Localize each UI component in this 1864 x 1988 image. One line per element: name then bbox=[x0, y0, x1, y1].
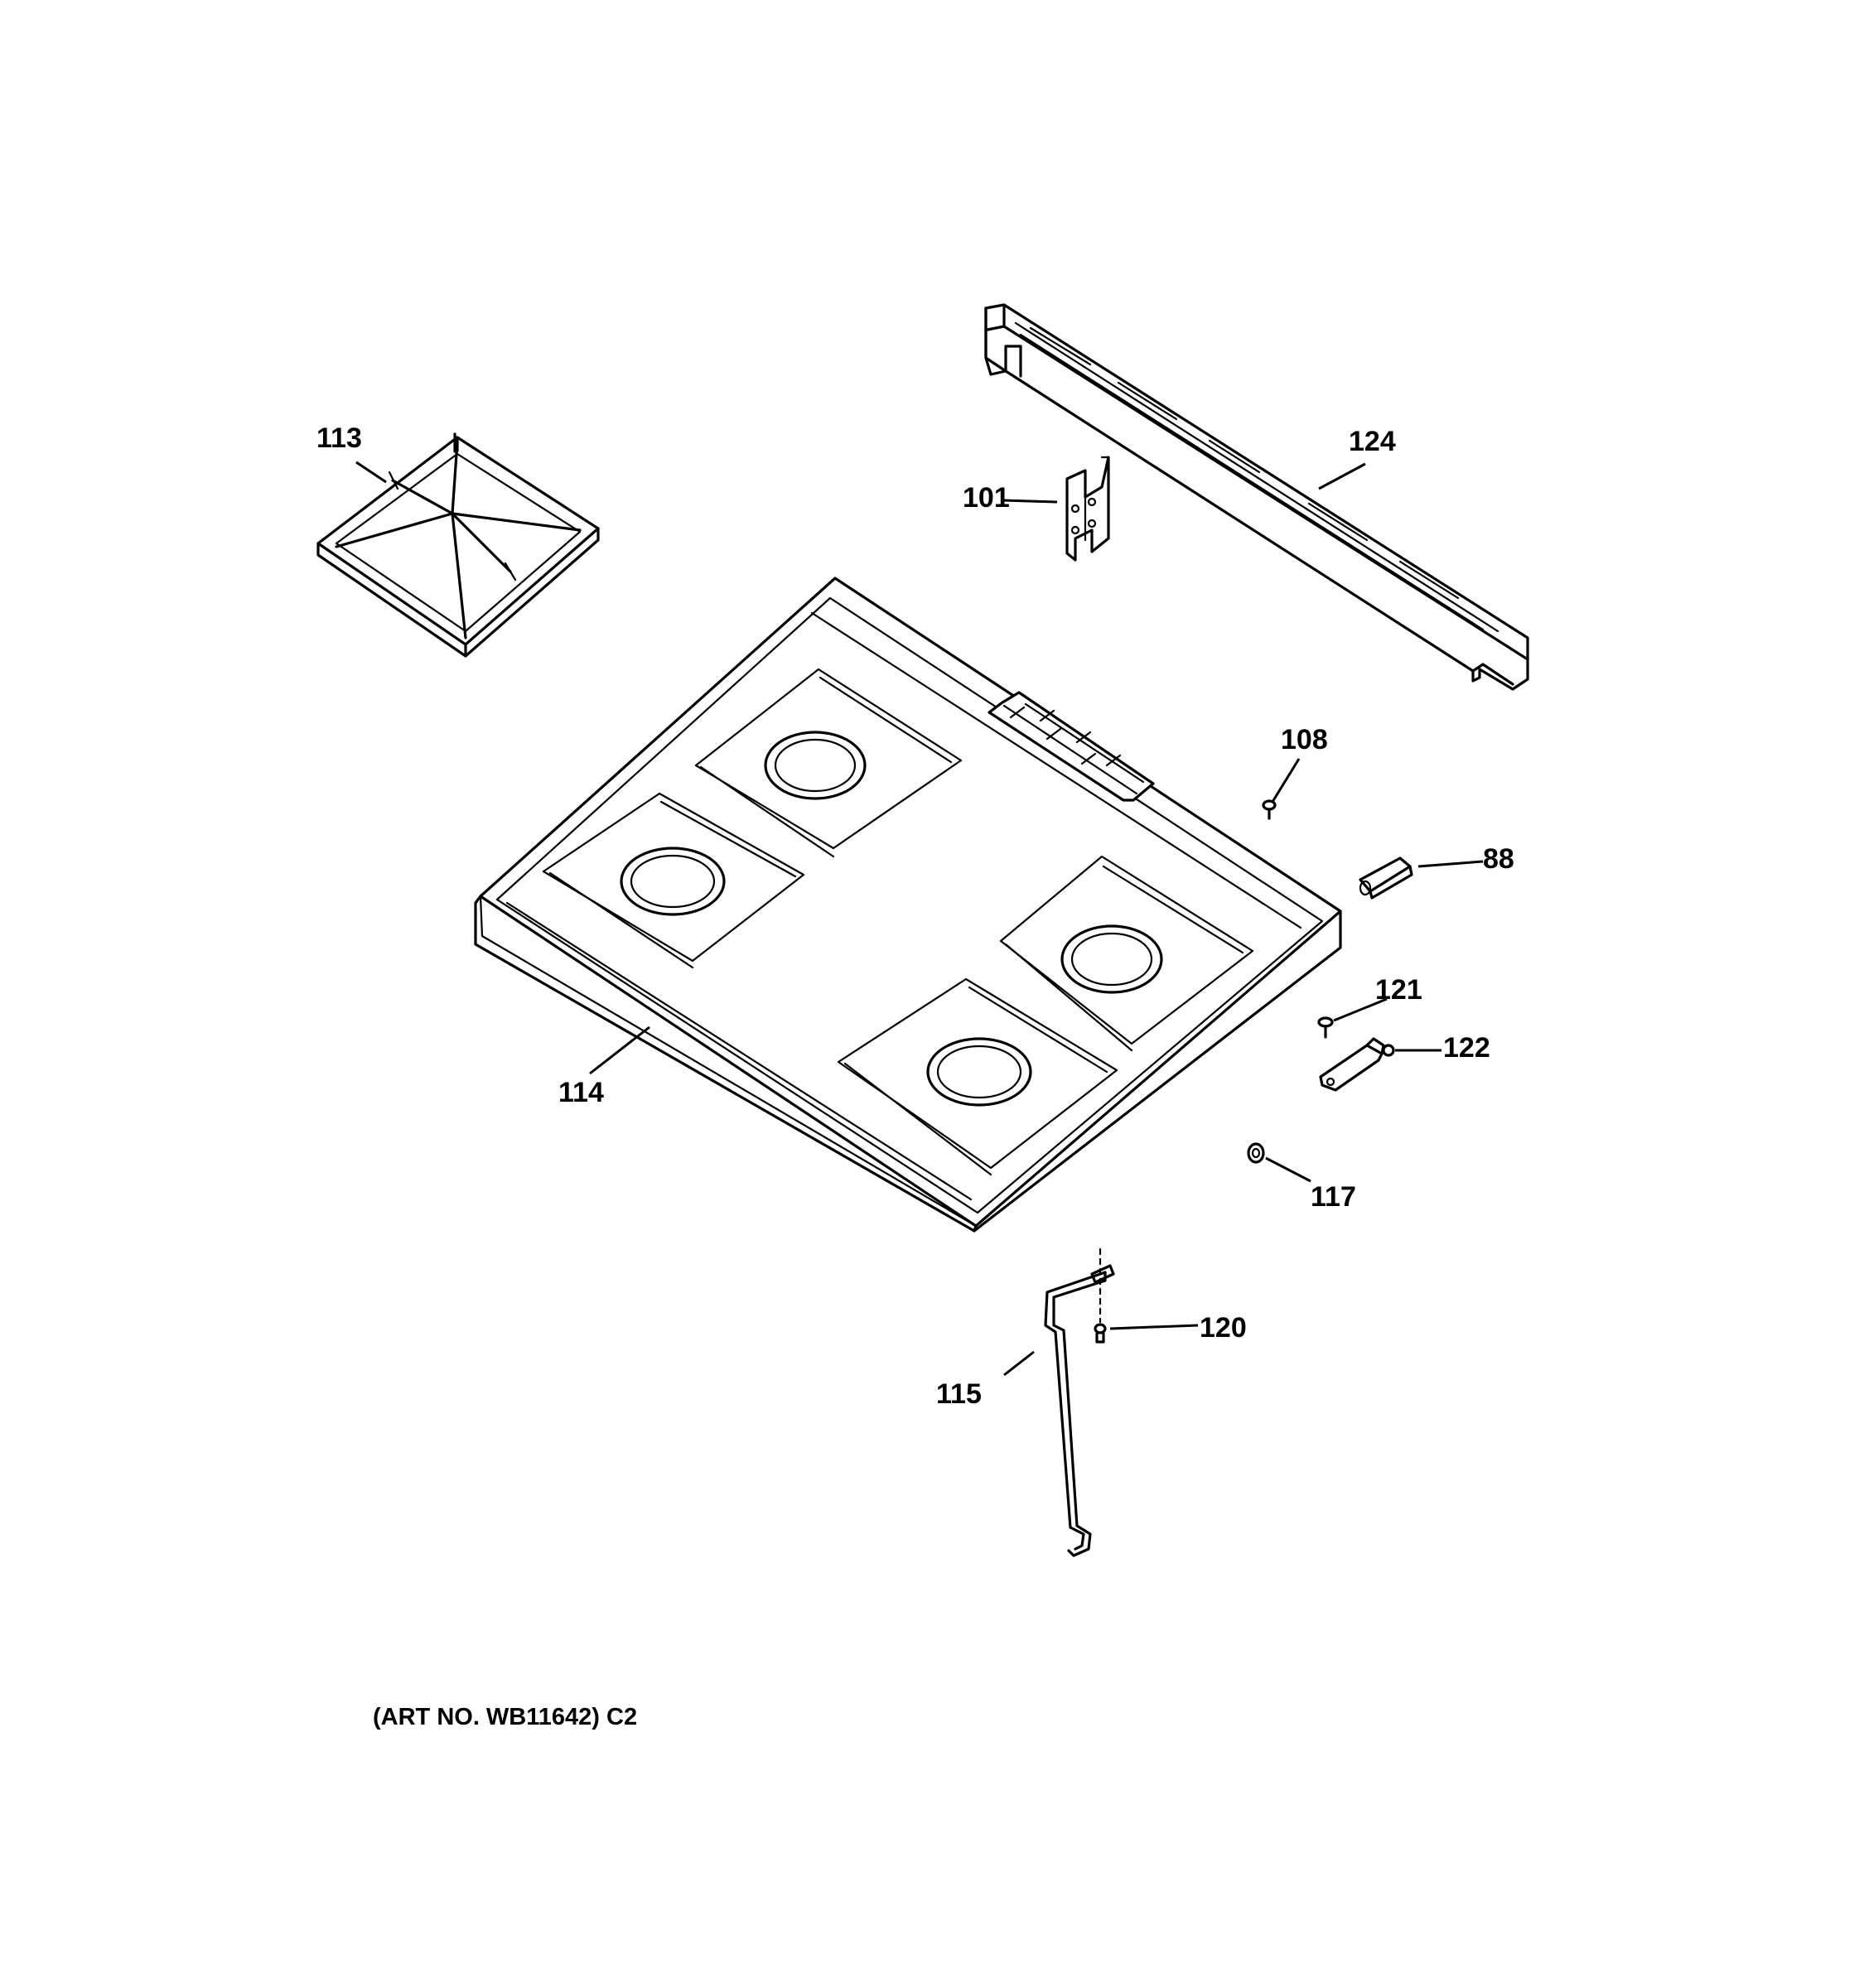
clip-part bbox=[1319, 1037, 1395, 1092]
callout-108: 108 bbox=[1281, 724, 1328, 755]
top-screw-part bbox=[1262, 799, 1277, 820]
nut-part bbox=[1247, 1142, 1265, 1164]
cooktop-part bbox=[474, 577, 1342, 1233]
trim-bar-part bbox=[984, 303, 1529, 691]
callout-121: 121 bbox=[1375, 974, 1422, 1006]
burner-grate-part bbox=[316, 432, 600, 658]
bracket-part bbox=[1065, 456, 1110, 562]
callout-124: 124 bbox=[1349, 426, 1396, 457]
callout-88: 88 bbox=[1483, 843, 1514, 875]
callout-113: 113 bbox=[316, 422, 362, 454]
callout-114: 114 bbox=[558, 1077, 604, 1108]
rod-screw-part bbox=[1094, 1247, 1107, 1344]
callout-101: 101 bbox=[963, 482, 1010, 514]
insulator-part bbox=[1359, 856, 1413, 900]
callout-115: 115 bbox=[936, 1378, 982, 1410]
callout-122: 122 bbox=[1443, 1032, 1490, 1064]
art-number: (ART NO. WB11642) C2 bbox=[373, 1704, 637, 1730]
leader-lines bbox=[355, 461, 1484, 1377]
callout-117: 117 bbox=[1311, 1181, 1356, 1213]
support-rod-part bbox=[1044, 1264, 1115, 1557]
callout-120: 120 bbox=[1200, 1312, 1247, 1344]
side-screw-part bbox=[1317, 1016, 1334, 1039]
